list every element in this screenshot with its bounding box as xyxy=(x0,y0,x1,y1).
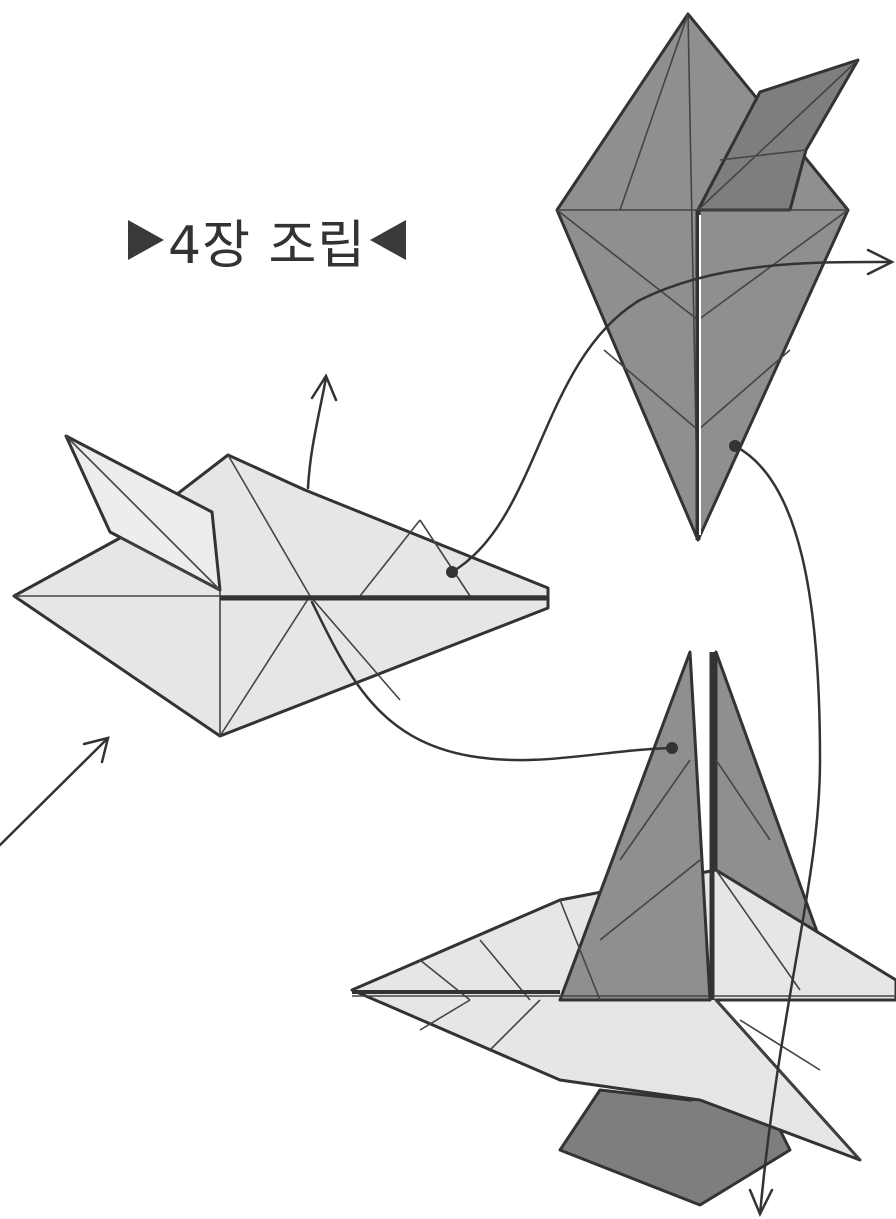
assembled-unit xyxy=(352,652,896,1205)
diagonal-arrow xyxy=(0,738,108,845)
assembled-left-spike xyxy=(560,652,710,1000)
light-pointed-unit xyxy=(14,436,548,736)
up-arrow xyxy=(308,378,326,488)
connection-dot xyxy=(666,742,678,754)
